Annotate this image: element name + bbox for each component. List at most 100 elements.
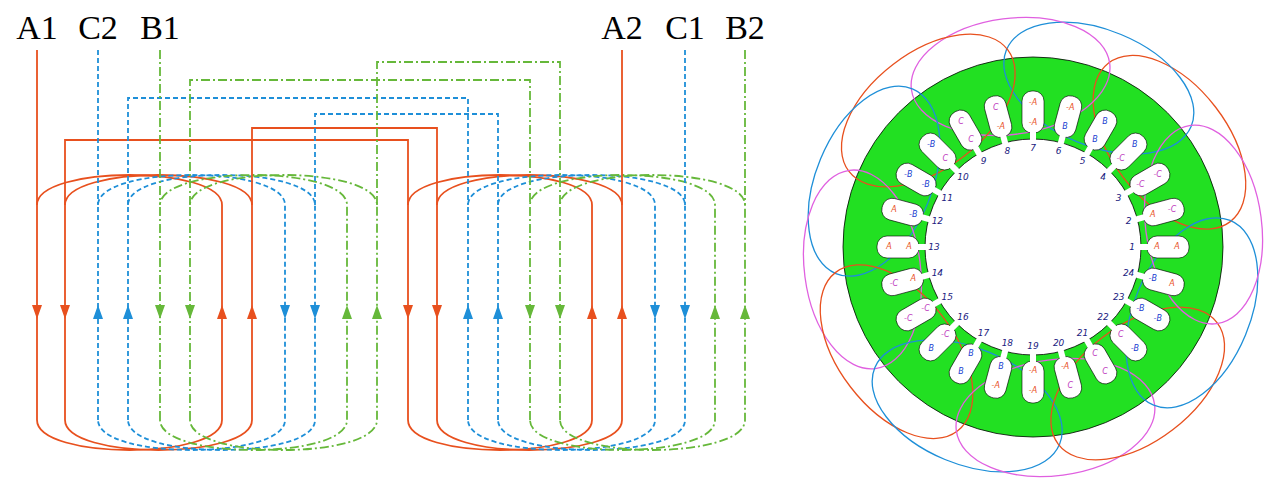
slot-number: 10 xyxy=(957,172,968,181)
slot-opening xyxy=(1123,185,1136,196)
slot xyxy=(915,320,960,365)
coil-end xyxy=(853,314,1082,495)
coil-end xyxy=(949,347,1162,488)
coil xyxy=(65,175,252,450)
slot-opening xyxy=(1030,353,1036,365)
slot-opening xyxy=(1135,272,1148,281)
slot-phase-label: -C xyxy=(921,305,929,313)
connection-wire xyxy=(377,62,560,205)
slot-opening xyxy=(971,143,982,156)
connection-wire xyxy=(65,140,408,205)
slot-phase-label: B xyxy=(1132,141,1138,149)
slot xyxy=(1140,196,1186,228)
slot-phase-label: -A xyxy=(992,382,1000,390)
slot-phase-label: A xyxy=(891,206,896,214)
slot-phase-label: B xyxy=(998,363,1004,371)
slot-phase-label: -B xyxy=(1136,305,1144,313)
developed-winding xyxy=(32,50,750,450)
slot-phase-label: A xyxy=(886,243,891,251)
current-arrow xyxy=(617,305,627,319)
coil-end xyxy=(1063,28,1277,257)
current-arrow xyxy=(93,305,103,319)
slot-opening xyxy=(929,297,942,308)
current-arrow xyxy=(740,305,750,319)
slot-phase-label: -C xyxy=(1116,155,1124,163)
terminal-label: A1 xyxy=(16,11,58,45)
slot xyxy=(1080,106,1120,153)
slot-opening xyxy=(915,244,927,250)
slot-phase-label: B xyxy=(968,350,974,358)
current-arrow xyxy=(432,305,442,319)
slot-phase-label: -A xyxy=(1029,367,1037,375)
coil-end xyxy=(792,163,933,376)
slot xyxy=(1080,340,1120,387)
connection-wire xyxy=(190,80,530,205)
slot-phase-label: C xyxy=(993,104,999,112)
slot-phase-label: -C xyxy=(1136,181,1144,189)
slot-number: 12 xyxy=(932,217,943,226)
slot-phase-label: A xyxy=(1154,243,1159,251)
slot xyxy=(982,354,1014,400)
slot-opening xyxy=(971,337,982,350)
current-arrow xyxy=(185,305,195,319)
current-arrow xyxy=(60,305,70,319)
coil xyxy=(408,175,592,450)
slot-opening xyxy=(1106,161,1119,174)
slot-phase-label: A xyxy=(910,275,915,283)
slot-phase-label: -C xyxy=(941,331,949,339)
slot-phase-label: B xyxy=(958,368,964,376)
connection-wire xyxy=(159,50,161,205)
slot-number: 23 xyxy=(1113,292,1124,301)
slot-phase-label: -B xyxy=(921,181,929,189)
terminal-label: B2 xyxy=(725,11,765,45)
slot-phase-label: C xyxy=(1067,382,1073,390)
coil xyxy=(468,175,655,450)
slot-phase-label: -C xyxy=(890,280,898,288)
slot xyxy=(879,196,925,228)
slot-phase-label: -A xyxy=(1029,119,1037,127)
slot-phase-label: -A xyxy=(1029,387,1037,395)
slot-opening xyxy=(929,185,942,196)
connection-wire xyxy=(97,50,99,205)
slot-number: 20 xyxy=(1053,338,1064,347)
slot-number: 15 xyxy=(942,292,953,301)
slot-phase-label: B xyxy=(1062,123,1068,131)
coil-end xyxy=(984,0,1213,180)
terminal-label: B1 xyxy=(140,11,180,45)
slot-opening xyxy=(1135,214,1148,223)
current-arrow xyxy=(123,305,133,319)
slot-phase-label: -A xyxy=(997,123,1005,131)
slot-phase-label: A xyxy=(906,243,911,251)
current-arrow xyxy=(217,305,227,319)
slot-number: 7 xyxy=(1030,144,1036,153)
slot-number: 19 xyxy=(1027,342,1038,351)
coil xyxy=(498,175,685,450)
current-arrow xyxy=(555,305,565,319)
current-arrow xyxy=(247,305,257,319)
connection-wire xyxy=(621,50,623,205)
slot xyxy=(892,159,939,199)
coil-end xyxy=(1133,118,1274,331)
current-arrow xyxy=(372,305,382,319)
slot-number: 16 xyxy=(957,313,968,322)
slot xyxy=(1022,91,1044,133)
slot-phase-label: -C xyxy=(1153,171,1161,179)
coil-end xyxy=(790,237,1004,466)
slot-phase-label: C xyxy=(958,118,964,126)
slot-opening xyxy=(1123,297,1136,308)
slot xyxy=(915,129,960,174)
slot-number: 4 xyxy=(1100,172,1106,181)
slot xyxy=(1052,354,1084,400)
slot-opening xyxy=(918,214,931,223)
slot-number: 13 xyxy=(928,243,939,252)
slot-number: 18 xyxy=(1002,338,1013,347)
slot xyxy=(1140,266,1186,298)
connection-wire xyxy=(684,50,686,205)
current-arrow xyxy=(493,305,503,319)
slot-number: 1 xyxy=(1129,243,1135,252)
current-arrow xyxy=(342,305,352,319)
slot xyxy=(982,93,1014,139)
slot-phase-label: -C xyxy=(1168,206,1176,214)
slot xyxy=(1106,129,1151,174)
